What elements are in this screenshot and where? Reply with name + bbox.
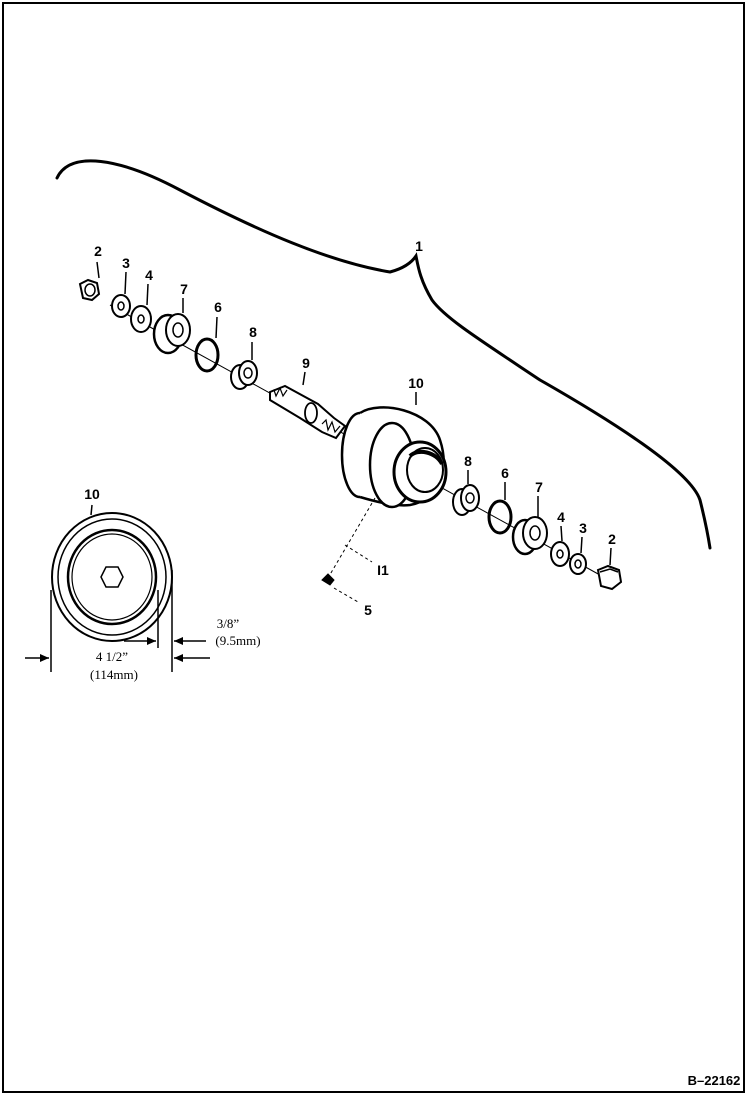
callout-9-shaft: 9 — [302, 355, 310, 371]
callout-5-plug: 5 — [364, 602, 372, 618]
washer-left — [130, 305, 152, 333]
lock-washer-right — [569, 553, 587, 575]
ring-right — [487, 499, 513, 535]
callout-7-seal-left: 7 — [180, 281, 188, 297]
plug-icon — [321, 573, 335, 586]
callout-6-ring-right: 6 — [501, 465, 509, 481]
dim-flange-inches: 3/8” — [217, 616, 240, 631]
lock-washer-left — [111, 294, 131, 318]
callout-8-bearing-right: 8 — [464, 453, 472, 469]
bearing-left — [230, 360, 258, 390]
callout-11-grease-fitting: I1 — [377, 562, 389, 578]
dim-width-mm: (114mm) — [90, 667, 138, 682]
callout-10-roller: 10 — [408, 375, 424, 391]
dimension-lines — [25, 570, 210, 672]
callout-7-seal-right: 7 — [535, 479, 543, 495]
assembly-brace — [55, 159, 712, 550]
callout-4-washer-right: 4 — [557, 509, 565, 525]
figure-number: B–22162 — [688, 1073, 741, 1088]
callout-2-nut-right: 2 — [608, 531, 616, 547]
dim-flange-mm: (9.5mm) — [215, 633, 260, 648]
dim-width-inches: 4 1/2” — [96, 649, 128, 664]
hex-socket-icon — [100, 566, 124, 588]
callout-4-washer-left: 4 — [145, 267, 153, 283]
callout-2-nut-left: 2 — [94, 243, 102, 259]
callout-3-lock-washer-left: 3 — [122, 255, 130, 271]
bearing-right — [452, 484, 480, 516]
roller-body — [340, 406, 448, 509]
ring-left — [194, 337, 220, 373]
nut-left — [78, 278, 101, 302]
callout-8-bearing-left: 8 — [249, 324, 257, 340]
shaft — [269, 384, 347, 440]
seal-left — [152, 313, 191, 355]
callout-6-ring-left: 6 — [214, 299, 222, 315]
callout-3-lock-washer-right: 3 — [579, 520, 587, 536]
callout-1-assembly: 1 — [415, 238, 423, 254]
seal-right — [511, 516, 548, 556]
nut-right — [596, 564, 623, 591]
callout-10-detail-roller: 10 — [84, 486, 100, 502]
washer-right — [550, 541, 570, 567]
